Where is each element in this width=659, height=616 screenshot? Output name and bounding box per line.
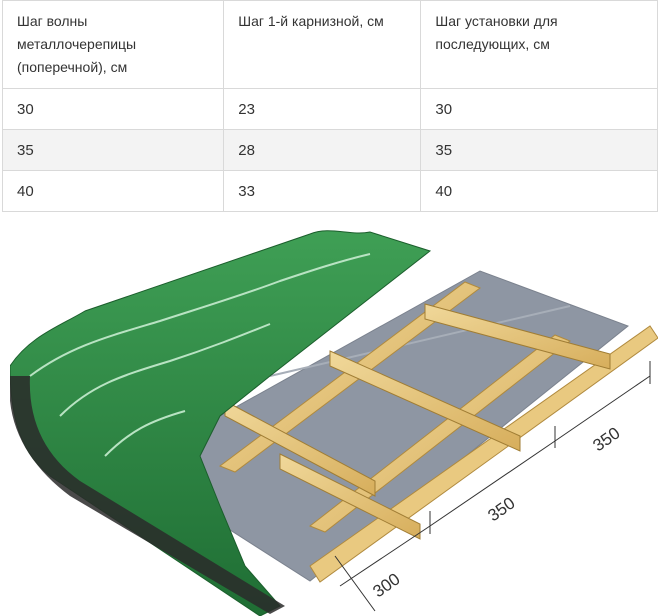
table-header-row: Шаг волны металлочерепицы (поперечной), … bbox=[1, 0, 658, 89]
tile-wave-ridge bbox=[104, 410, 186, 457]
table-cell: 30 bbox=[1, 88, 225, 130]
dimension-lines bbox=[334, 361, 651, 612]
header-first-eaves-pitch: Шаг 1-й карнизной, см bbox=[223, 0, 422, 89]
header-next-pitch: Шаг установки для последующих, см bbox=[420, 0, 658, 89]
counter-batten bbox=[218, 281, 482, 473]
batten bbox=[279, 453, 421, 540]
batten bbox=[424, 303, 611, 370]
membrane-seam bbox=[269, 305, 571, 377]
header-wave-pitch: Шаг волны металлочерепицы (поперечной), … bbox=[1, 0, 225, 89]
table-cell: 35 bbox=[420, 129, 658, 171]
dimension-label-350-lower: 350 bbox=[484, 493, 518, 525]
table-row: 35 28 35 bbox=[1, 129, 658, 171]
table-cell: 40 bbox=[1, 170, 225, 212]
table-row: 30 23 30 bbox=[1, 88, 658, 130]
tile-wave-ridge bbox=[59, 323, 271, 417]
table-cell: 40 bbox=[420, 170, 658, 212]
roof-membrane bbox=[129, 270, 630, 582]
dimension-label-300: 300 bbox=[369, 569, 403, 601]
table-cell: 30 bbox=[420, 88, 658, 130]
table-cell: 23 bbox=[223, 88, 422, 130]
table-row: 40 33 40 bbox=[1, 170, 658, 212]
table-cell: 33 bbox=[223, 170, 422, 212]
tile-wave-ridge bbox=[29, 253, 371, 377]
tile-eaves-edge bbox=[10, 376, 285, 614]
batten bbox=[329, 350, 521, 452]
roof-batten-illustration: 300 350 350 bbox=[10, 226, 658, 616]
dimension-label-350-upper: 350 bbox=[589, 423, 623, 455]
table-cell: 28 bbox=[223, 129, 422, 171]
spec-table: Шаг волны металлочерепицы (поперечной), … bbox=[1, 0, 658, 212]
table-cell: 35 bbox=[1, 129, 225, 171]
